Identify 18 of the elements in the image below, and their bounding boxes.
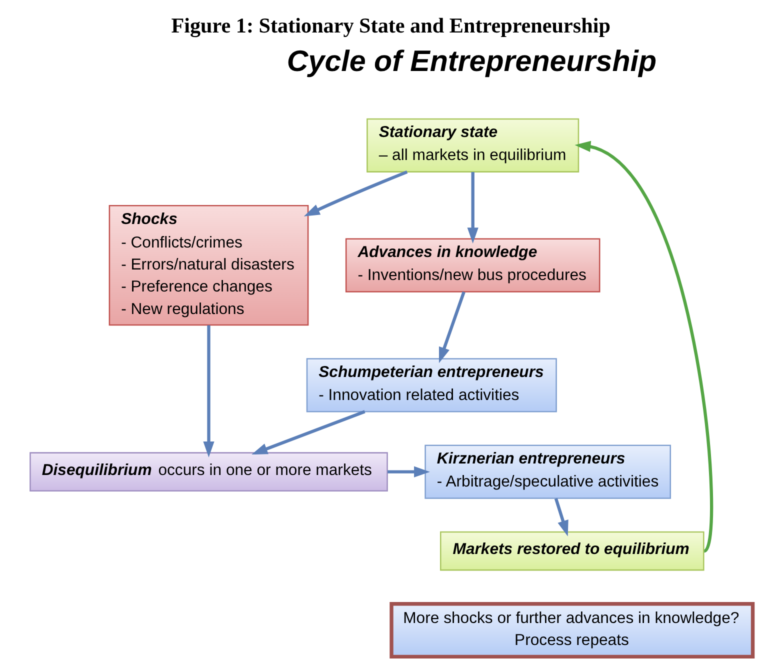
node-box: Kirznerian entrepreneurs - Arbitrage/speculative activities <box>424 444 672 499</box>
arrow <box>203 325 214 458</box>
arrow <box>467 172 478 244</box>
arrow <box>554 498 568 536</box>
node-box: More shocks or further advances in knowledge? Process repeats <box>390 602 755 659</box>
node-box: Markets restored to equilibrium <box>440 531 704 571</box>
node-box: Advances in knowledge - Inventions/new bus procedures <box>345 238 600 292</box>
node-box: Shocks - Conflicts/crimes - Errors/natural disasters - Preference changes - New regulations <box>108 205 309 326</box>
arrow <box>574 140 713 552</box>
node-box: Schumpeterian entrepreneurs - Innovation related activities <box>306 358 557 412</box>
node-box: Disequilibrium occurs in one or more markets <box>30 452 388 492</box>
arrow <box>438 291 466 364</box>
diagram-title: Figure 1: Stationary State and Entrepreneurship <box>171 13 610 38</box>
node-box: Stationary state – all markets in equilibrium <box>366 118 580 172</box>
arrow <box>388 466 430 478</box>
arrow <box>304 170 408 216</box>
label: Cycle of Entrepreneurship <box>286 44 657 78</box>
arrow <box>252 410 366 455</box>
